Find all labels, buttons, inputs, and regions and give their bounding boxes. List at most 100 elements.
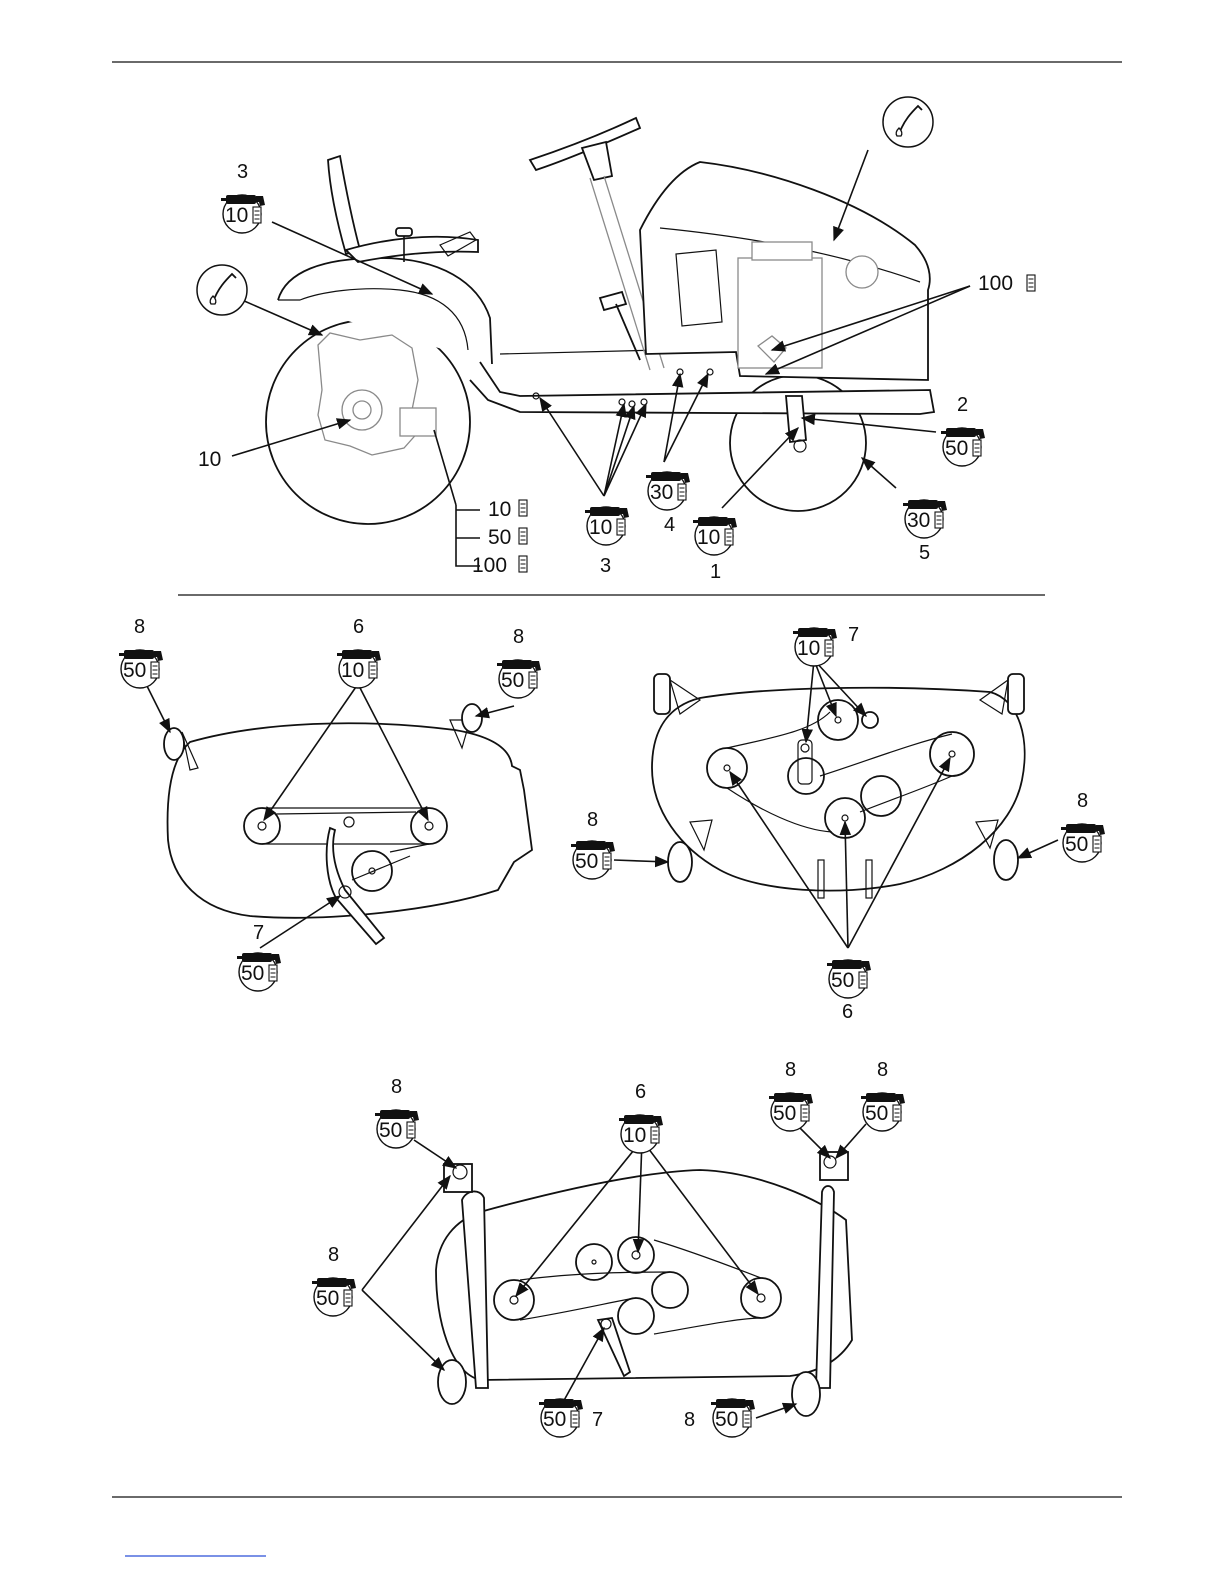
hour-meter-icon [801, 1105, 809, 1121]
hour-meter-icon [973, 440, 981, 456]
svg-text:6: 6 [353, 616, 364, 638]
hour-meter-icon [369, 662, 377, 678]
engine-oil-interval: 100 [978, 272, 1035, 295]
hour-meter-icon [743, 1411, 751, 1427]
mower-deck-right [652, 674, 1025, 898]
deck-bottom-callout-caster-arm-left: 8 50 [375, 1076, 419, 1148]
hour-meter-icon [1027, 275, 1035, 291]
hour-meter-icon [935, 512, 943, 528]
svg-text:50: 50 [543, 1408, 566, 1431]
deck-bottom-callout-caster-arm-right-b: 8 50 [861, 1059, 905, 1131]
svg-text:6: 6 [842, 1001, 853, 1023]
svg-text:50: 50 [773, 1102, 796, 1125]
svg-text:10: 10 [623, 1124, 646, 1147]
svg-text:8: 8 [587, 809, 598, 831]
svg-text:50: 50 [501, 669, 524, 692]
deck-left-callout-idler: 7 50 [237, 922, 281, 991]
tractor-callout-front-wheel: 30 5 [903, 500, 947, 564]
oil-can-icon [197, 265, 247, 315]
tractor-callout-linkage: 10 3 [585, 507, 629, 577]
tractor-callout-steering: 10 1 [693, 517, 737, 583]
svg-text:10: 10 [341, 659, 364, 682]
deck-bottom-callout-caster-right: 50 8 [684, 1399, 755, 1437]
hour-meter-icon [529, 672, 537, 688]
hour-meter-icon [344, 1290, 352, 1306]
seat-back [328, 156, 360, 254]
svg-text:100: 100 [978, 272, 1013, 295]
svg-text:7: 7 [592, 1409, 603, 1431]
svg-text:7: 7 [848, 624, 859, 646]
hour-meter-icon [825, 640, 833, 656]
svg-text:50: 50 [1065, 833, 1088, 856]
svg-text:8: 8 [391, 1076, 402, 1098]
deck-left-callout-caster-right: 8 50 [497, 626, 541, 698]
svg-text:2: 2 [957, 394, 968, 416]
deck-bottom-callout-spindles: 6 10 [619, 1081, 663, 1153]
rear-wheel-label: 10 [198, 448, 221, 471]
svg-text:5: 5 [919, 542, 930, 564]
mower-deck-bottom [436, 1152, 852, 1416]
deck-bottom-callout-idler: 50 7 [539, 1399, 603, 1437]
svg-text:8: 8 [328, 1244, 339, 1266]
seat-cushion [346, 237, 478, 262]
svg-text:100: 100 [472, 554, 507, 577]
hour-meter-icon [893, 1105, 901, 1121]
svg-text:8: 8 [785, 1059, 796, 1081]
front-spindle [786, 396, 806, 442]
svg-text:50: 50 [241, 962, 264, 985]
svg-text:50: 50 [945, 437, 968, 460]
svg-text:1: 1 [710, 561, 721, 583]
svg-text:8: 8 [877, 1059, 888, 1081]
hour-meter-icon [151, 662, 159, 678]
hour-meter-icon [617, 519, 625, 535]
svg-text:7: 7 [253, 922, 264, 944]
svg-text:50: 50 [379, 1119, 402, 1142]
rear-wheel [266, 320, 470, 524]
hour-meter-icon [407, 1122, 415, 1138]
transmission-intervals: 10 50 100 [472, 498, 527, 577]
svg-text:50: 50 [715, 1408, 738, 1431]
deck-right-callout-spindles: 50 6 [827, 960, 871, 1023]
svg-text:3: 3 [600, 555, 611, 577]
svg-text:8: 8 [134, 616, 145, 638]
svg-text:50: 50 [865, 1102, 888, 1125]
oil-can-icon [883, 97, 933, 147]
svg-text:10: 10 [797, 637, 820, 660]
deck-left-callout-spindles: 6 10 [337, 616, 381, 688]
svg-text:50: 50 [123, 659, 146, 682]
tractor-callout-seat: 3 10 [221, 161, 265, 233]
svg-text:10: 10 [589, 516, 612, 539]
svg-text:30: 30 [650, 481, 673, 504]
svg-text:8: 8 [684, 1409, 695, 1431]
svg-text:30: 30 [907, 509, 930, 532]
mower-deck-left [164, 704, 532, 944]
svg-text:50: 50 [488, 526, 511, 549]
svg-text:3: 3 [237, 161, 248, 183]
hour-meter-icon [651, 1127, 659, 1143]
hour-meter-icon [725, 529, 733, 545]
svg-text:10: 10 [225, 204, 248, 227]
hour-meter-icon [603, 853, 611, 869]
svg-text:8: 8 [1077, 790, 1088, 812]
svg-text:6: 6 [635, 1081, 646, 1103]
svg-text:50: 50 [316, 1287, 339, 1310]
deck-bottom-callout-caster-arm-right-a: 8 50 [769, 1059, 813, 1131]
engine-block [738, 258, 822, 368]
hour-meter-icon [859, 972, 867, 988]
deck-left-callout-caster-left: 8 50 [119, 616, 163, 688]
svg-text:4: 4 [664, 514, 675, 536]
hour-meter-icon [253, 207, 261, 223]
svg-text:8: 8 [513, 626, 524, 648]
hour-meter-icon [269, 965, 277, 981]
tractor-callout-pedals: 30 4 [646, 472, 690, 536]
deck-bottom-callout-caster-left: 8 50 [312, 1244, 356, 1316]
steering-wheel [530, 118, 640, 170]
deck-right-callout-caster-right: 8 50 [1061, 790, 1105, 862]
hour-meter-icon [571, 1411, 579, 1427]
svg-text:10: 10 [488, 498, 511, 521]
deck-right-callout-idler: 10 7 [793, 624, 859, 666]
svg-text:50: 50 [831, 969, 854, 992]
tractor-callout-front-spindle: 2 50 [941, 394, 985, 466]
svg-text:50: 50 [575, 850, 598, 873]
